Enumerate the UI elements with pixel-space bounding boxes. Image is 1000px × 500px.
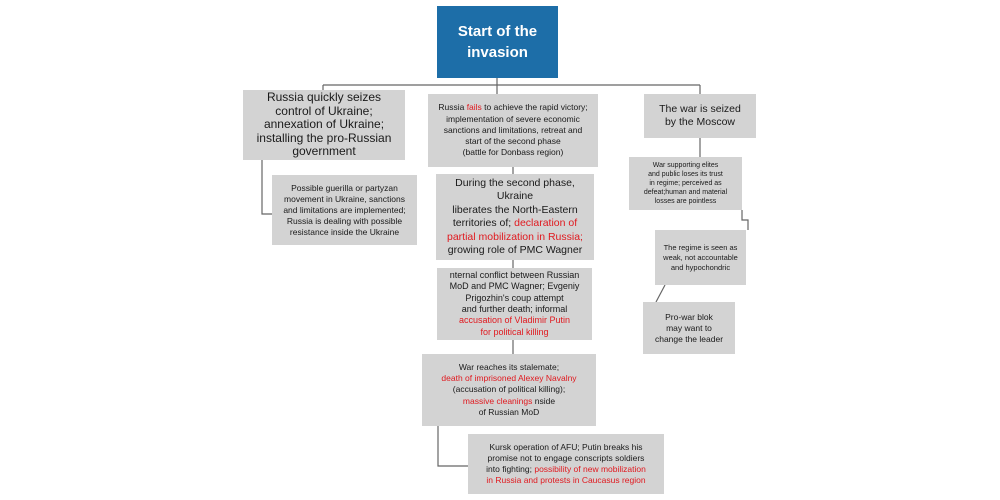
node-navalny-death-highlight: death of imprisoned Alexey Navalny bbox=[441, 373, 577, 384]
connector-mid4-mid5 bbox=[437, 426, 468, 467]
node-internal-conflict-wagner-text-a: nternal conflict between Russian MoD and… bbox=[449, 269, 580, 314]
node-guerilla-movement: Possible guerilla or partyzan movement i… bbox=[272, 175, 417, 245]
node-internal-conflict-wagner: nternal conflict between Russian MoD and… bbox=[437, 268, 592, 340]
node-putin-accusation-highlight: accusation of Vladimir Putin for politic… bbox=[458, 315, 571, 337]
node-russia-seizes-ukraine: Russia quickly seizes control of Ukraine… bbox=[243, 90, 405, 160]
node-start-of-invasion-text: Start of the invasion bbox=[457, 23, 538, 61]
node-russia-fails-text: Russia fails to achieve the rapid victor… bbox=[438, 102, 587, 158]
node-kursk-operation-text: Kursk operation of AFU; Putin breaks his… bbox=[486, 442, 646, 486]
node-internal-conflict-wagner-text: nternal conflict between Russian MoD and… bbox=[450, 270, 580, 338]
node-war-stalemate-text-e: nside of Russian MoD bbox=[478, 395, 556, 417]
node-war-seized-by-moscow: The war is seized by the Moscow bbox=[644, 94, 756, 138]
node-war-stalemate-text-a: War reaches its stalemate; bbox=[458, 361, 560, 372]
node-second-phase-liberation-text: During the second phase, Ukraine liberat… bbox=[440, 177, 590, 258]
connector-right2-right3 bbox=[741, 210, 749, 230]
node-war-seized-by-moscow-text: The war is seized by the Moscow bbox=[659, 102, 741, 129]
node-elites-lose-trust: War supporting elites and public loses i… bbox=[629, 157, 742, 210]
connector-right3-right4 bbox=[655, 284, 666, 303]
node-second-phase-liberation-text-a: During the second phase, Ukraine liberat… bbox=[452, 176, 578, 230]
node-kursk-operation-text-a: Kursk operation of AFU; Putin breaks his… bbox=[486, 442, 645, 474]
node-elites-lose-trust-text: War supporting elites and public loses i… bbox=[643, 162, 728, 205]
node-russia-fails-text-a: Russia bbox=[438, 102, 467, 113]
node-new-mobilization-highlight: possibility of new mobilization in Russi… bbox=[486, 464, 646, 485]
node-war-stalemate-text: War reaches its stalemate; death of impr… bbox=[441, 362, 576, 418]
node-pro-war-blok-text: Pro-war blok may want to change the lead… bbox=[654, 311, 724, 344]
node-regime-seen-weak: The regime is seen as weak, not accounta… bbox=[655, 230, 746, 285]
node-russia-seizes-ukraine-text: Russia quickly seizes control of Ukraine… bbox=[256, 90, 392, 159]
node-russia-fails-highlight: fails bbox=[466, 102, 482, 113]
node-regime-seen-weak-text: The regime is seen as weak, not accounta… bbox=[663, 242, 738, 272]
node-massive-cleanings-highlight: massive cleanings bbox=[462, 395, 535, 406]
node-pro-war-blok: Pro-war blok may want to change the lead… bbox=[643, 302, 735, 354]
node-start-of-invasion: Start of the invasion bbox=[437, 6, 558, 78]
node-war-stalemate: War reaches its stalemate; death of impr… bbox=[422, 354, 596, 426]
node-war-stalemate-text-c: (accusation of political killing); bbox=[452, 384, 566, 395]
node-russia-fails: Russia fails to achieve the rapid victor… bbox=[428, 94, 598, 167]
node-second-phase-liberation: During the second phase, Ukraine liberat… bbox=[436, 174, 594, 260]
node-russia-fails-text-c: to achieve the rapid victory; implementa… bbox=[443, 102, 588, 158]
node-second-phase-liberation-text-c: growing role of PMC Wagner bbox=[447, 244, 583, 256]
node-partial-mobilization-highlight: declaration of partial mobilization in R… bbox=[447, 217, 583, 243]
connector-left1-left2 bbox=[261, 160, 272, 215]
node-guerilla-movement-text: Possible guerilla or partyzan movement i… bbox=[283, 182, 406, 237]
node-kursk-operation: Kursk operation of AFU; Putin breaks his… bbox=[468, 434, 664, 494]
